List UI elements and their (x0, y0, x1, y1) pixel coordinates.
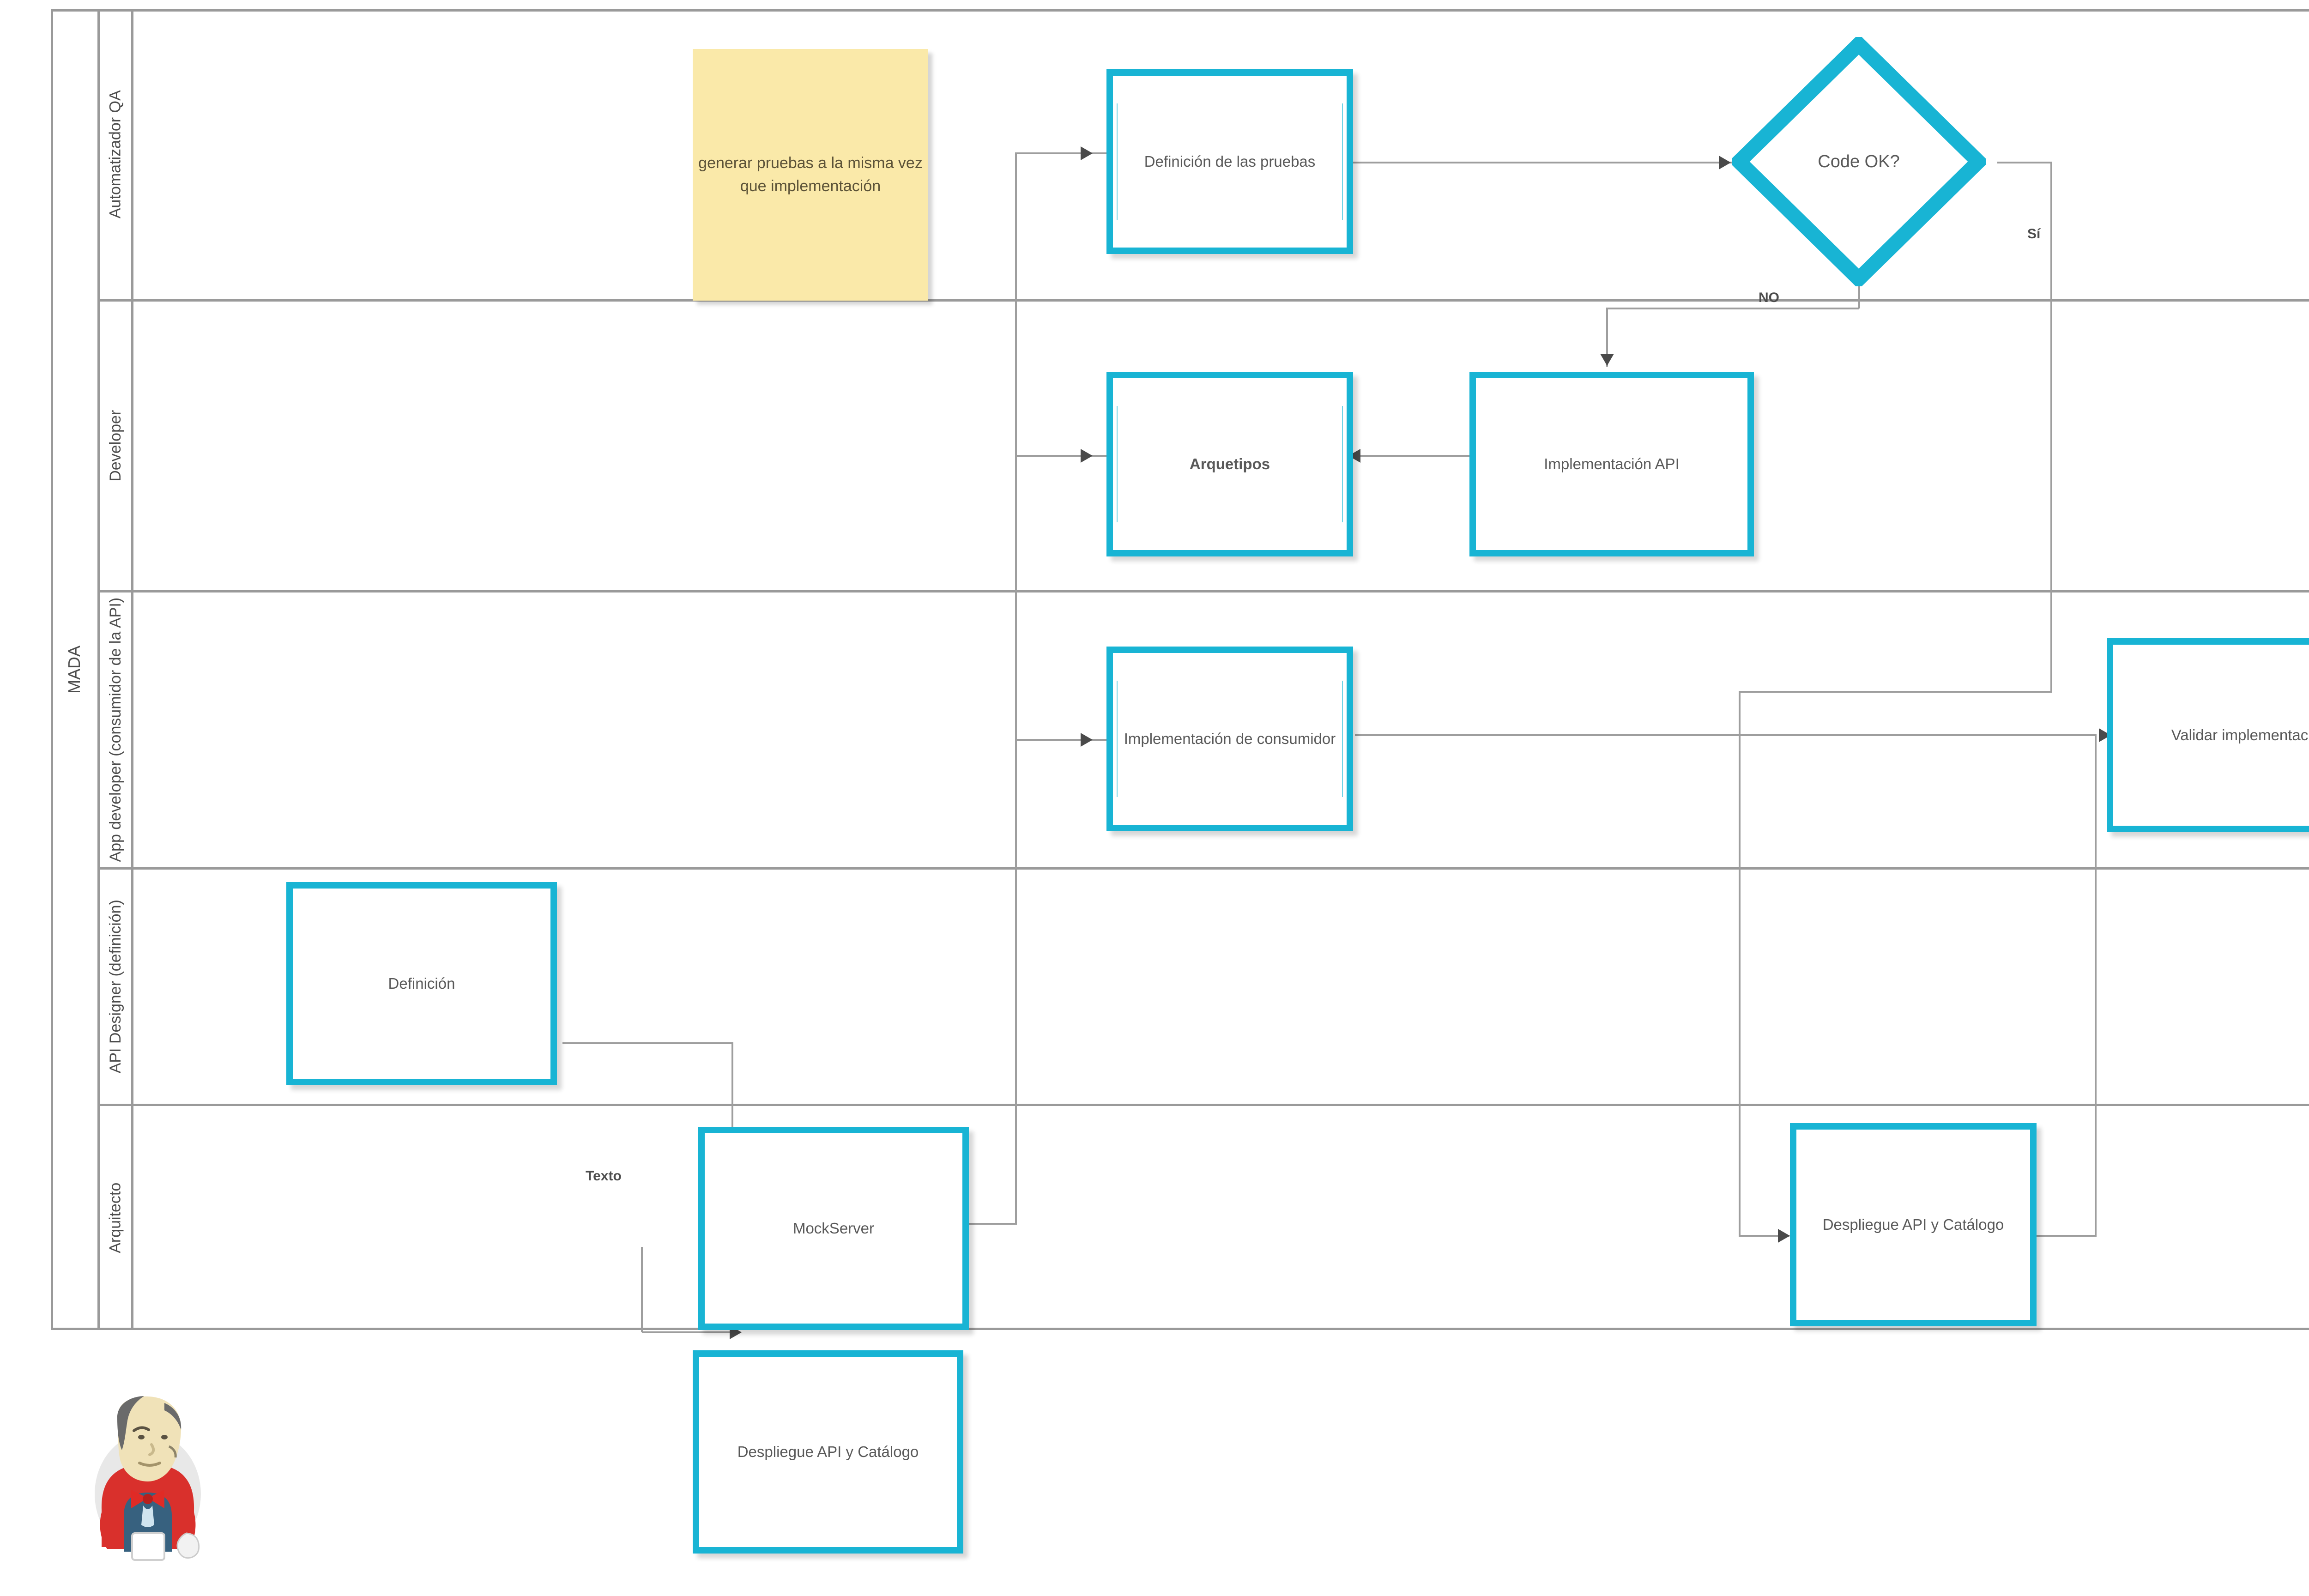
lane-divider-2 (100, 590, 2309, 592)
task-definicion[interactable]: Definición (286, 882, 557, 1085)
edge-label-no: NO (1759, 290, 1779, 305)
task-definicion-de-las-pruebas-label: Definición de las pruebas (1144, 152, 1316, 170)
pool-header-mada: MADA (51, 9, 100, 1330)
conn-si-to-despliegue (1739, 1235, 1789, 1237)
conn-despliegue-out (2037, 1235, 2097, 1237)
conn-despliegue-up (2095, 734, 2097, 1237)
arrow-to-implementacion-api (1600, 354, 1614, 366)
task-arquetipos[interactable]: Arquetipos (1106, 372, 1353, 556)
arrow-to-gateway (1719, 156, 1731, 169)
task-implementacion-de-consumidor[interactable]: Implementación de consumidor (1106, 647, 1353, 831)
task-mockserver[interactable]: MockServer (698, 1127, 969, 1330)
task-validar-implementacion-label: Validar implementación (2171, 726, 2309, 744)
conn-si-down (2050, 162, 2052, 693)
lane-label-developer: Developer (106, 410, 124, 482)
lane-label-arquitecto: Arquitecto (106, 1182, 124, 1254)
lane-label-app-developer: App developer (consumidor de la API) (106, 598, 126, 862)
jenkins-icon (74, 1395, 222, 1561)
conn-definicion-right (562, 1042, 733, 1044)
conn-trunk-to-definicion-pruebas (1015, 152, 1106, 154)
task-despliegue-api-catalogo-jenkins-label: Despliegue API y Catálogo (737, 1443, 919, 1460)
conn-texto-drop (641, 1247, 643, 1332)
conn-to-mockserver (642, 1331, 733, 1333)
sticky-note-text: generar pruebas a la misma vez que imple… (698, 154, 923, 195)
arrow-to-definicion-pruebas (1081, 146, 1093, 160)
task-implementacion-api-label: Implementación API (1544, 455, 1680, 472)
gateway-code-ok-label: Code OK? (1818, 151, 1900, 171)
lane-header-developer: Developer (100, 302, 131, 590)
gateway-code-ok[interactable]: Code OK? (1732, 37, 1986, 286)
conn-no-to-implementacion-api (1606, 308, 1608, 367)
arrow-to-implementacion-consumidor (1081, 733, 1093, 747)
arrow-to-arquetipos (1081, 449, 1093, 463)
task-implementacion-api[interactable]: Implementación API (1469, 372, 1754, 556)
lane-divider-3 (100, 867, 2309, 870)
lane-label-app-developer-line2: (consumidor de la API) (106, 598, 124, 757)
lane-header-app-developer: App developer (consumidor de la API) (100, 592, 131, 867)
conn-trunk-to-arquetipos (1015, 455, 1106, 457)
conn-si-left (1739, 691, 2052, 693)
lane-header-api-designer: API Designer (definición) (100, 870, 131, 1104)
lane-label-automatizador-qa: Automatizador QA (106, 90, 124, 218)
lane-divider-4 (100, 1104, 2309, 1106)
task-despliegue-api-catalogo-jenkins[interactable]: Despliegue API y Catálogo (693, 1350, 963, 1554)
edge-label-si: Sí (2027, 226, 2041, 242)
task-implementacion-de-consumidor-label: Implementación de consumidor (1124, 730, 1336, 747)
sticky-note-generar-pruebas: generar pruebas a la misma vez que imple… (693, 49, 928, 301)
lane-label-api-designer-line2: (definición) (106, 900, 124, 977)
task-mockserver-label: MockServer (792, 1219, 875, 1237)
lane-divider-1 (100, 299, 2309, 302)
pool-label: MADA (64, 645, 84, 694)
conn-trunk-vertical (1015, 152, 1017, 1225)
lane-header-divider (131, 9, 133, 1330)
gateway-diamond-shape (1732, 37, 1986, 286)
task-validar-implementacion[interactable]: Validar implementación (2107, 638, 2309, 832)
conn-mockserver-out (969, 1223, 1017, 1225)
task-arquetipos-label: Arquetipos (1189, 455, 1270, 472)
conn-to-validar (1355, 734, 2097, 736)
lane-label-api-designer-line1: API Designer (106, 981, 124, 1074)
arrow-to-despliegue (1778, 1229, 1790, 1243)
lane-label-api-designer: API Designer (definición) (106, 900, 126, 1073)
edge-label-texto: Texto (586, 1168, 622, 1184)
task-despliegue-api-catalogo[interactable]: Despliegue API y Catálogo (1790, 1123, 2037, 1326)
conn-pruebas-to-gateway (1353, 162, 1732, 163)
conn-no-branch (1606, 308, 1859, 309)
conn-si-down-to-despliegue (1739, 691, 1741, 1237)
task-definicion-de-las-pruebas[interactable]: Definición de las pruebas (1106, 69, 1353, 254)
conn-trunk-to-implementacion-consumidor (1015, 739, 1106, 741)
task-despliegue-api-catalogo-label: Despliegue API y Catálogo (1822, 1215, 2004, 1233)
conn-implementacion-api-to-arquetipos (1354, 455, 1469, 457)
lane-header-arquitecto: Arquitecto (100, 1106, 131, 1330)
conn-gateway-right (1997, 162, 2052, 163)
task-definicion-label: Definición (388, 974, 455, 992)
lane-header-automatizador-qa: Automatizador QA (100, 9, 131, 299)
lane-label-app-developer-line1: App developer (106, 761, 124, 862)
